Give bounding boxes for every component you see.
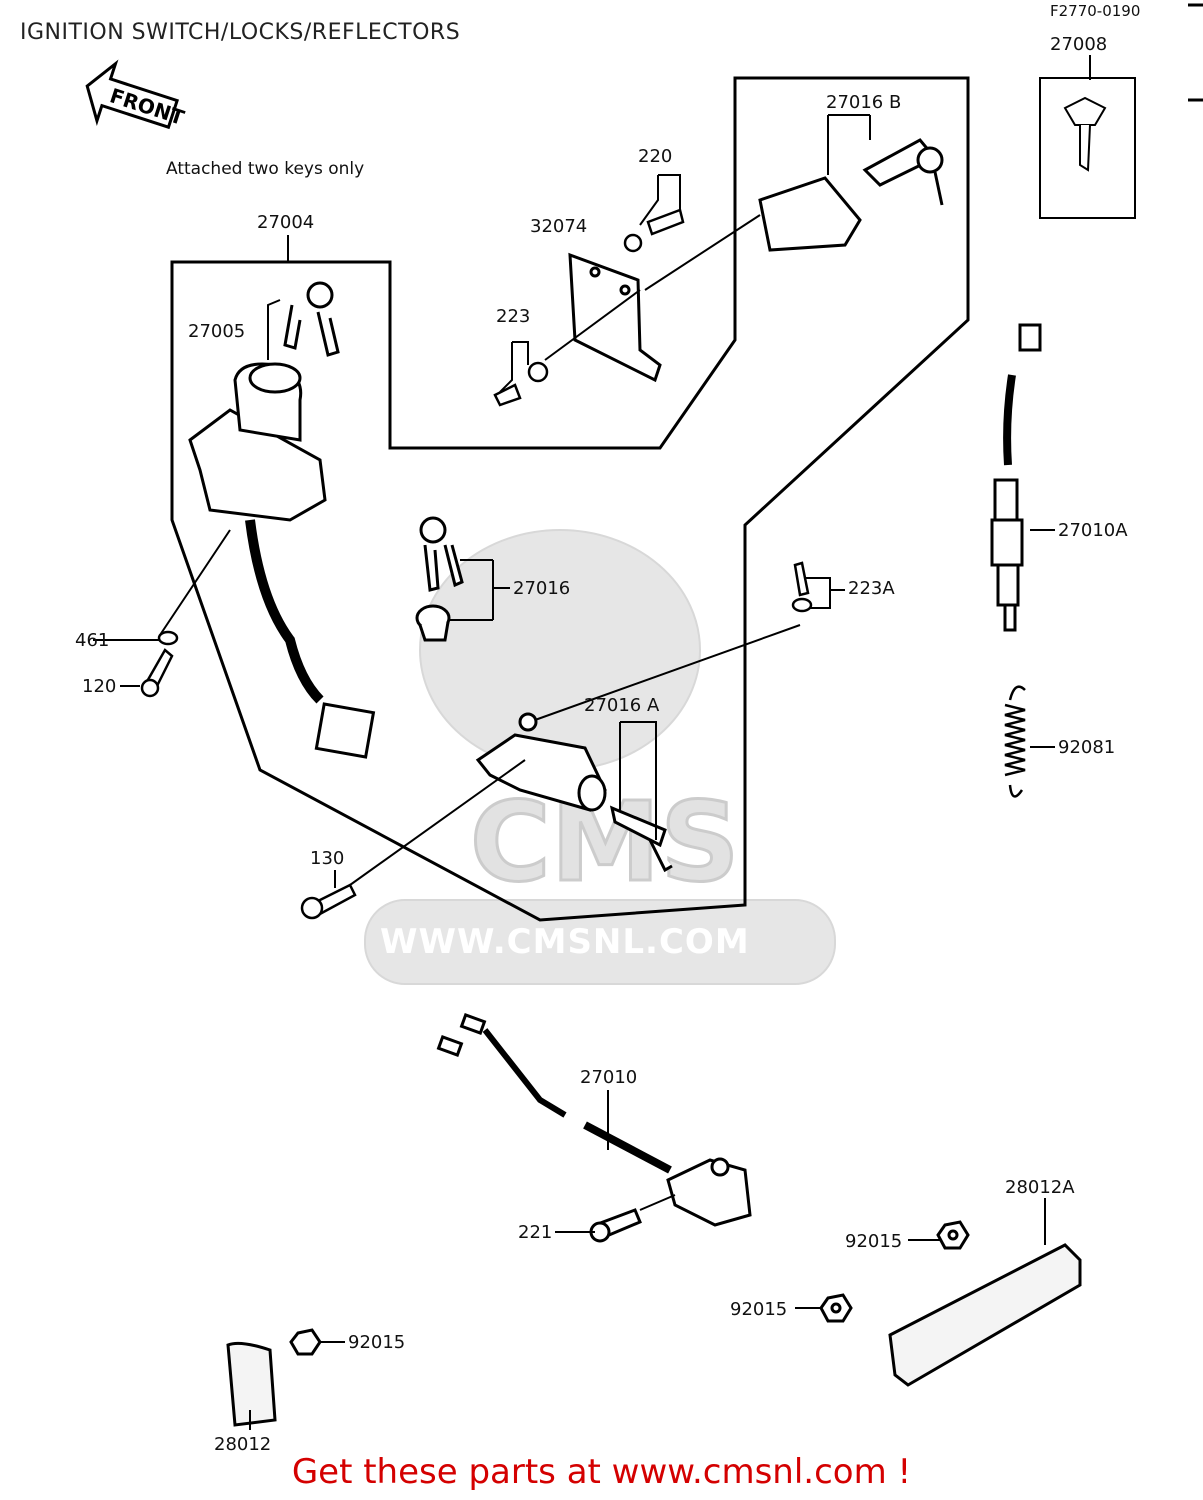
key-blank-box <box>1039 77 1136 219</box>
part-label-27016: 27016 <box>513 578 571 599</box>
part-label-27004: 27004 <box>257 212 315 233</box>
spring-92081-icon <box>1004 685 1026 798</box>
part-label-27016a: 27016 A <box>584 695 660 716</box>
front-arrow-icon: FRONT <box>85 59 187 130</box>
reflector-28012a-icon <box>888 1243 1082 1387</box>
part-label-92081: 92081 <box>1058 737 1116 758</box>
lock-27016b-icon <box>758 138 944 252</box>
part-label-223a: 223A <box>848 578 895 599</box>
watermark-url: WWW.CMSNL.COM <box>380 922 750 962</box>
steering-lock-27016a-icon <box>475 712 673 873</box>
part-label-220: 220 <box>638 146 673 167</box>
figure-code: F2770-0190 <box>1050 2 1141 20</box>
edge-marks <box>1188 3 1203 102</box>
part-label-27008: 27008 <box>1050 34 1108 55</box>
switch-27010a-icon <box>990 323 1042 632</box>
part-label-27005: 27005 <box>188 321 246 342</box>
reflector-28012-icon <box>226 1341 277 1427</box>
part-label-221: 221 <box>518 1222 553 1243</box>
note-attached-keys: Attached two keys only <box>166 159 365 179</box>
part-label-27010a: 27010A <box>1058 520 1128 541</box>
leader-lines <box>93 55 1091 1430</box>
group-27004-outline <box>170 76 970 922</box>
ignition-switch-icon <box>188 362 376 759</box>
part-label-28012a: 28012A <box>1005 1177 1075 1198</box>
part-label-92015-b: 92015 <box>730 1299 788 1320</box>
part-label-223: 223 <box>496 306 531 327</box>
cta-link[interactable]: Get these parts at www.cmsnl.com ! <box>291 1452 912 1492</box>
part-label-120: 120 <box>82 676 117 697</box>
part-label-27016b: 27016 B <box>826 92 902 113</box>
part-label-130: 130 <box>310 848 345 869</box>
bracket-32074-icon <box>568 252 662 383</box>
part-label-461: 461 <box>75 630 110 651</box>
lock-cylinder-27016-icon <box>415 516 464 642</box>
fasteners-icon <box>140 561 813 920</box>
part-label-32074: 32074 <box>530 216 588 237</box>
key-blank-icon <box>1063 96 1107 172</box>
switch-27010-icon <box>436 1013 752 1243</box>
page-title: IGNITION SWITCH/LOCKS/REFLECTORS <box>20 20 461 45</box>
part-label-28012: 28012 <box>214 1434 272 1455</box>
part-label-92015-a: 92015 <box>845 1231 903 1252</box>
bolt-220-icon <box>493 208 685 407</box>
part-label-92015-c: 92015 <box>348 1332 406 1353</box>
part-label-27010: 27010 <box>580 1067 638 1088</box>
watermark-logo: CMS <box>364 529 836 985</box>
keys-27005-icon <box>283 281 340 357</box>
